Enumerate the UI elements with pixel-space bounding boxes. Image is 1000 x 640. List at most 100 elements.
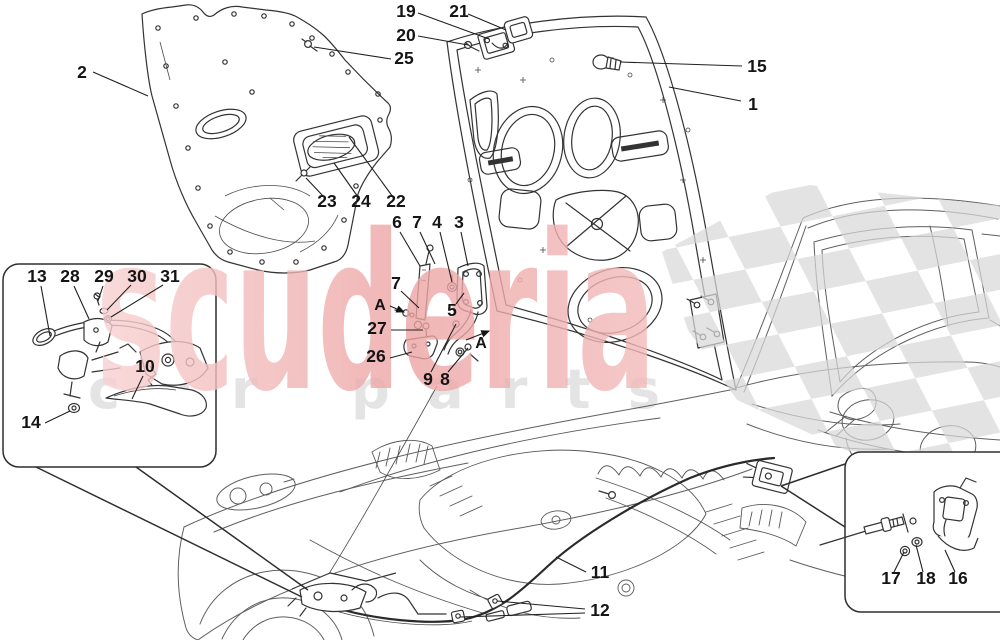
hinge-plate — [443, 262, 488, 362]
reference-arrow — [465, 330, 491, 341]
leader-line — [40, 285, 51, 337]
watermark: scuderia — [96, 183, 1000, 456]
inset-box-release-handle — [2, 263, 309, 598]
panel-screw-holes — [155, 11, 383, 265]
hinge-assembly-drawing — [394, 244, 488, 362]
part-label-6: 6 — [392, 212, 402, 232]
release-cable — [287, 456, 793, 626]
leader-line — [467, 13, 507, 31]
leader-line — [555, 556, 587, 573]
cable-adjuster — [485, 600, 532, 622]
insulation-panel-drawing — [141, 4, 392, 274]
part-label-21: 21 — [449, 1, 469, 21]
part-label-5: 5 — [447, 300, 457, 320]
part-label-13: 13 — [27, 266, 47, 286]
leader-line — [73, 285, 90, 320]
bracket-nut — [103, 315, 112, 324]
leader-line — [459, 612, 586, 618]
leader-line — [439, 231, 453, 283]
part-label-3: 3 — [454, 212, 464, 232]
part-label-24: 24 — [351, 191, 371, 211]
part-label-19: 19 — [396, 1, 416, 21]
hinge-nut — [446, 274, 458, 293]
latch-screw — [598, 490, 616, 500]
part-label-26: 26 — [366, 346, 386, 366]
lock-washer — [911, 536, 923, 547]
leader-line — [389, 351, 413, 359]
panel-screw — [295, 166, 311, 182]
leader-line — [110, 284, 164, 318]
part-label-11: 11 — [591, 562, 610, 582]
cable-clip — [450, 609, 466, 624]
leader-line — [496, 600, 586, 610]
cable-bracket — [83, 317, 113, 353]
reference-marker-A: A — [475, 335, 487, 352]
leader-line — [305, 177, 325, 198]
panel-screw — [301, 38, 318, 52]
part-label-27: 27 — [367, 318, 386, 338]
leader-line — [348, 136, 394, 198]
part-label-4: 4 — [432, 212, 442, 232]
rubber-bumper — [592, 54, 622, 71]
panel-vent — [293, 115, 380, 177]
part-label-17: 17 — [881, 568, 900, 588]
leader-line — [619, 61, 743, 67]
part-label-31: 31 — [160, 266, 180, 286]
lock-nut — [899, 545, 911, 557]
leader-line — [131, 375, 144, 400]
part-label-28: 28 — [60, 266, 80, 286]
leader-line — [447, 347, 469, 373]
part-label-1: 1 — [748, 94, 758, 114]
striker-plates — [463, 16, 534, 60]
part-label-10: 10 — [135, 356, 155, 376]
part-label-22: 22 — [386, 191, 406, 211]
release-latch-body — [57, 341, 209, 399]
leader-line — [106, 284, 132, 311]
hinge-bracket — [403, 335, 438, 360]
leader-line — [333, 162, 359, 198]
leader-line — [399, 231, 421, 267]
leader-line — [417, 12, 490, 40]
part-label-30: 30 — [127, 266, 147, 286]
x-brace — [552, 189, 639, 261]
lock-latch — [932, 477, 979, 551]
part-label-8: 8 — [440, 369, 450, 389]
engine-drawing — [309, 385, 807, 619]
part-label-12: 12 — [590, 600, 610, 620]
part-label-14: 14 — [21, 412, 41, 432]
gas-strut — [413, 244, 434, 330]
leader-line — [417, 35, 469, 46]
part-label-7: 7 — [391, 273, 401, 293]
watermark-brand: scuderia — [96, 188, 656, 439]
part-label-20: 20 — [396, 25, 416, 45]
leader-line — [419, 231, 436, 265]
bracket-screw — [93, 292, 101, 306]
reference-marker-A: A — [374, 297, 386, 314]
part-label-29: 29 — [94, 266, 114, 286]
inset-box-lock-parts — [780, 451, 1000, 613]
part-label-25: 25 — [394, 48, 414, 68]
leader-line — [455, 292, 465, 305]
leader-line — [313, 46, 392, 60]
leader-line — [944, 549, 956, 573]
reference-arrow — [389, 305, 406, 313]
part-label-16: 16 — [948, 568, 968, 588]
part-label-7: 7 — [412, 212, 422, 232]
leader-line — [430, 323, 457, 373]
release-lever — [105, 384, 207, 417]
leader-line — [893, 551, 905, 573]
grommet — [67, 402, 81, 414]
lock-cable-rod — [819, 513, 917, 546]
part-label-2: 2 — [77, 62, 87, 82]
headlight — [216, 473, 296, 511]
checkered-flag-watermark — [662, 183, 1000, 456]
leader-line — [915, 544, 924, 573]
leader-line — [92, 71, 149, 97]
leader-line — [460, 231, 469, 267]
bracket-washer — [99, 307, 109, 315]
cable-clip — [487, 593, 504, 610]
part-label-9: 9 — [423, 369, 433, 389]
part-label-23: 23 — [317, 191, 337, 211]
